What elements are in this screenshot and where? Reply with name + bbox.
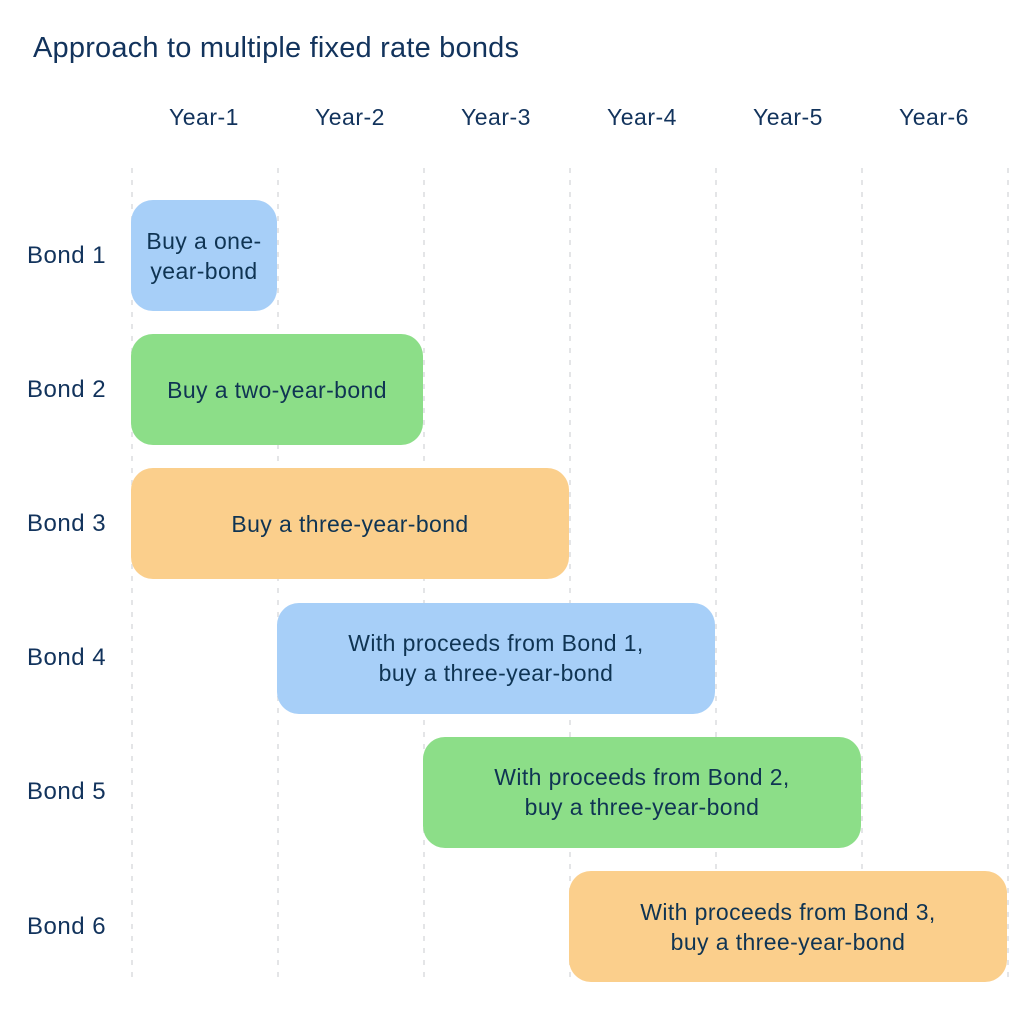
x-axis-label-year-1: Year-1	[169, 104, 239, 130]
x-axis-label-year-2: Year-2	[315, 104, 385, 130]
bar-text-line: With proceeds from Bond 2,	[494, 764, 790, 791]
row-label-bond-3: Bond 3	[27, 509, 107, 537]
bar-text-line: buy a three-year-bond	[670, 928, 906, 955]
x-axis-label-year-6: Year-6	[899, 104, 969, 130]
gridline-4	[715, 168, 717, 984]
row-label-bond-6: Bond 6	[27, 912, 107, 940]
bar-bond-5: With proceeds from Bond 2, buy a three-ye…	[423, 736, 861, 848]
chart-title: Approach to multiple fixed rate bonds	[33, 32, 520, 64]
bar-bond-1: Buy a one-year-bond	[131, 200, 277, 311]
bar-text-line: year-bond	[150, 257, 258, 284]
bar-text-line: With proceeds from Bond 3,	[640, 898, 936, 925]
bar-bond-2: Buy a two-year-bond	[131, 334, 423, 446]
row-label-bond-5: Bond 5	[27, 778, 107, 806]
row-label-bond-2: Bond 2	[27, 375, 107, 403]
bar-bond-4: With proceeds from Bond 1, buy a three-ye…	[277, 602, 715, 714]
bar-text-line: Buy a three-year-bond	[231, 510, 469, 537]
bar-text-line: buy a three-year-bond	[524, 794, 760, 821]
gridline-6	[1007, 168, 1009, 984]
gridline-5	[861, 168, 863, 984]
x-axis-label-year-5: Year-5	[753, 104, 823, 130]
bar-text-line: Buy a two-year-bond	[167, 376, 387, 403]
bar-text-line: buy a three-year-bond	[378, 660, 614, 687]
row-label-bond-4: Bond 4	[27, 644, 107, 672]
x-axis-label-year-4: Year-4	[607, 104, 677, 130]
bar-bond-3: Buy a three-year-bond	[131, 468, 569, 580]
gridline-3	[569, 168, 571, 984]
row-label-bond-1: Bond 1	[27, 241, 107, 269]
bar-text-line: With proceeds from Bond 1,	[348, 630, 644, 657]
bar-bond-6: With proceeds from Bond 3, buy a three-ye…	[569, 871, 1007, 982]
x-axis-label-year-3: Year-3	[461, 104, 531, 130]
bar-text-line: Buy a one-	[146, 227, 262, 254]
gridline-0	[131, 168, 133, 984]
